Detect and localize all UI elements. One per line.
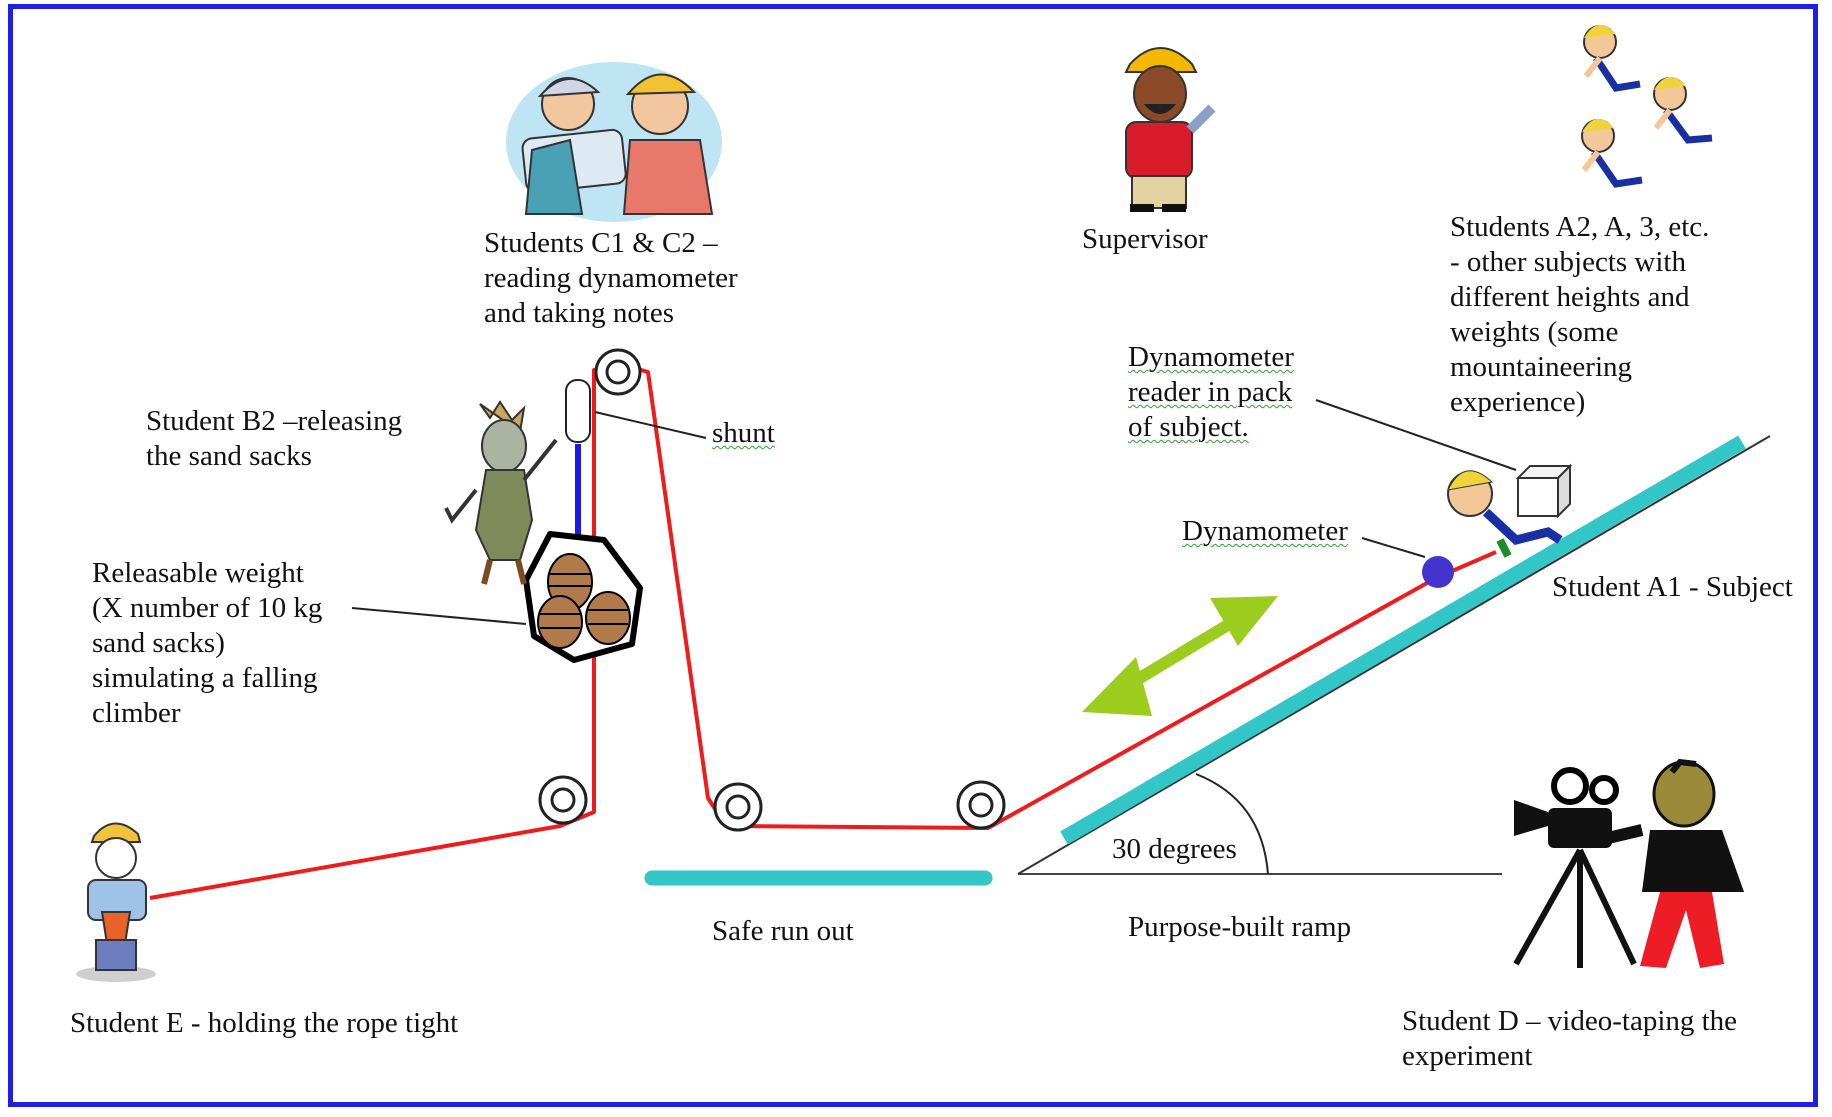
weight-leader xyxy=(351,607,527,625)
dynamometer-leader xyxy=(1361,537,1426,558)
ramp-label: Purpose-built ramp xyxy=(1128,911,1352,943)
ramp-board xyxy=(1060,435,1746,845)
reader-label: Dynamometer reader in pack of subject. xyxy=(1128,340,1294,445)
students-a-label-line: experience) xyxy=(1450,386,1586,418)
students-a-label-line: Students A2, A, 3, etc. xyxy=(1450,211,1710,243)
ramp-base-line xyxy=(1017,435,1771,875)
angle-arc xyxy=(1195,773,1269,875)
reader-label-line: reader in pack xyxy=(1128,376,1293,408)
students-c-label-line: reading dynamometer xyxy=(484,262,738,294)
students-a-label-line: weights (some xyxy=(1450,316,1619,348)
students-c-label-line: and taking notes xyxy=(484,297,675,329)
student-b2-label: Student B2 –releasing the sand sacks xyxy=(146,404,402,474)
supervisor-hardhat-clipart xyxy=(1124,47,1216,212)
shunt-leader xyxy=(594,411,707,439)
students-a-label-line: mountaineering xyxy=(1450,351,1633,383)
safe-run-out-label: Safe run out xyxy=(712,915,854,947)
student-d-label: Student D – video-taping the experiment xyxy=(1402,1004,1737,1074)
students-a-label: Students A2, A, 3, etc. - other subjects… xyxy=(1450,210,1709,420)
student-d-label-line: experiment xyxy=(1402,1040,1533,1072)
diagram-frame xyxy=(8,4,1818,1107)
student-a1-label: Student A1 - Subject xyxy=(1552,571,1793,603)
weight-label-line: sand sacks) xyxy=(92,627,225,659)
sand-sacks-clipart xyxy=(523,531,643,663)
pulley-right xyxy=(956,780,1006,830)
students-c-label-line: Students C1 & C2 – xyxy=(484,227,718,259)
box-icon xyxy=(1515,463,1573,519)
students-a-label-line: different heights and xyxy=(1450,281,1690,313)
pulley-left xyxy=(538,775,588,825)
reader-leader xyxy=(1315,399,1517,471)
shunt-device xyxy=(565,379,591,443)
reader-label-line: Dynamometer xyxy=(1128,341,1294,373)
dynamometer-label: Dynamometer xyxy=(1182,515,1348,547)
students-c-label: Students C1 & C2 – reading dynamometer a… xyxy=(484,226,738,331)
student-b2-label-line: the sand sacks xyxy=(146,440,312,472)
worker-holding-rope-clipart xyxy=(76,822,156,982)
students-a-label-line: - other subjects with xyxy=(1450,246,1686,278)
subject-boy-clipart xyxy=(1447,470,1563,558)
double-arrow xyxy=(1082,596,1278,716)
dynamometer-dot xyxy=(1422,556,1454,588)
student-b2-label-line: Student B2 –releasing xyxy=(146,405,403,437)
supervisor-label: Supervisor xyxy=(1082,223,1208,255)
angle-label: 30 degrees xyxy=(1112,833,1237,865)
weight-label-line: simulating a falling xyxy=(92,662,318,694)
weight-label: Releasable weight (X number of 10 kg san… xyxy=(92,556,322,731)
weight-label-line: (X number of 10 kg xyxy=(92,592,323,624)
student-d-label-line: Student D – video-taping the xyxy=(1402,1005,1738,1037)
weight-label-line: climber xyxy=(92,697,181,729)
engineers-reading-plans-clipart xyxy=(506,62,722,222)
pulley-mid xyxy=(713,782,763,832)
goblin-figure-clipart xyxy=(444,400,558,585)
weight-label-line: Releasable weight xyxy=(92,557,304,589)
pulley-top xyxy=(594,348,642,396)
climbing-boys-clipart xyxy=(1581,24,1713,188)
reader-label-line: of subject. xyxy=(1128,411,1249,443)
student-e-label: Student E - holding the rope tight xyxy=(70,1007,459,1039)
shunt-label: shunt xyxy=(712,417,775,449)
video-camera-person-clipart xyxy=(1513,758,1744,968)
